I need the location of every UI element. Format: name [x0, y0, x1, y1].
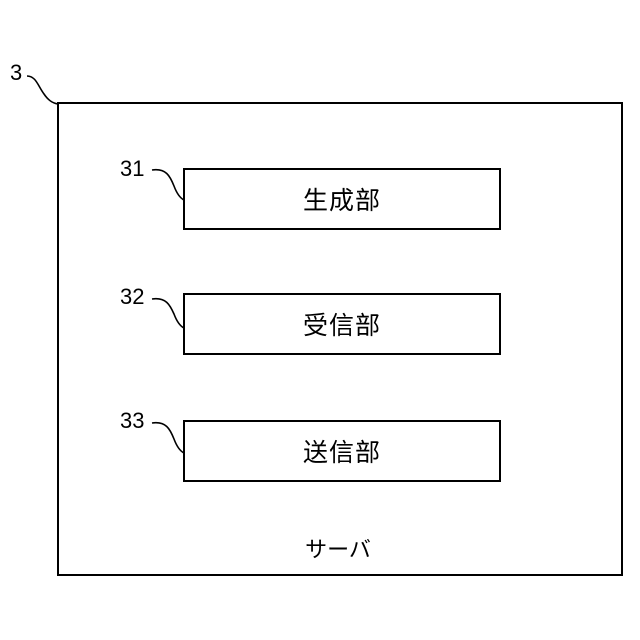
generation-unit-label: 生成部 [303, 181, 381, 217]
unit-3-ref-number: 33 [120, 410, 144, 432]
unit-2-ref-number: 32 [120, 286, 144, 308]
unit-1-ref-number: 31 [120, 158, 144, 180]
transmission-unit-label: 送信部 [303, 433, 381, 469]
server-ref-number: 3 [10, 62, 22, 84]
generation-unit-box: 生成部 [183, 168, 501, 230]
leader-line-server [27, 76, 58, 104]
server-label: サーバ [0, 532, 640, 564]
reception-unit-box: 受信部 [183, 293, 501, 355]
transmission-unit-box: 送信部 [183, 420, 501, 482]
reception-unit-label: 受信部 [303, 306, 381, 342]
